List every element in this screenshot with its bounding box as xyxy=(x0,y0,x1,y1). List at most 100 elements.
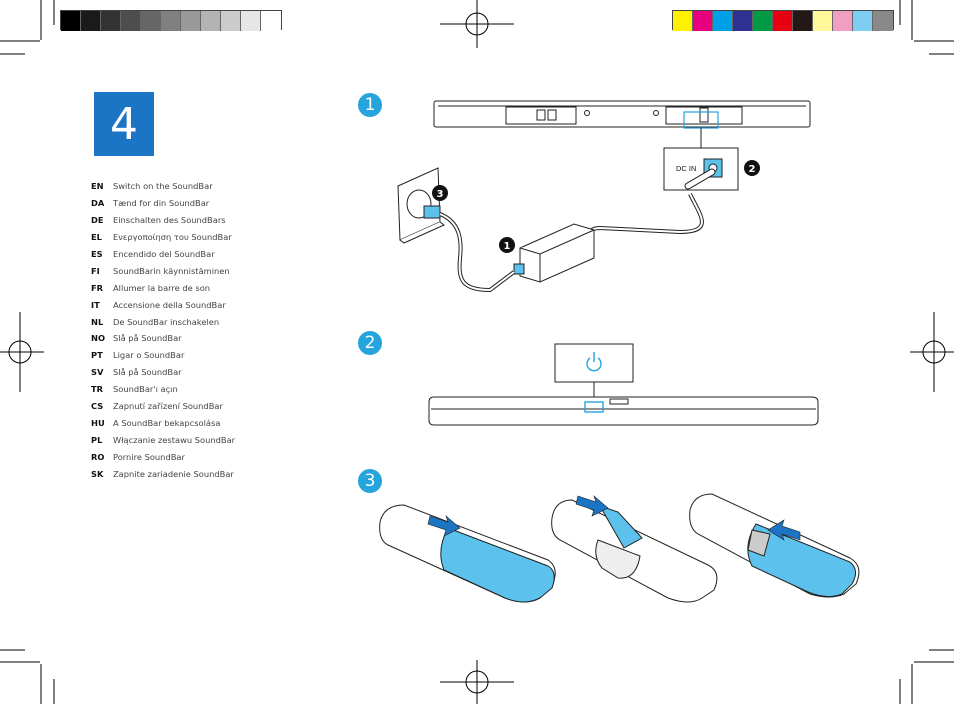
page-number-badge: 4 xyxy=(94,92,154,156)
language-code: SK xyxy=(91,468,104,479)
language-code: SV xyxy=(91,367,104,378)
cmyk-color-bar xyxy=(672,10,894,31)
grayscale-swatch xyxy=(241,11,261,31)
language-code: FR xyxy=(91,282,104,293)
color-swatch xyxy=(733,11,753,31)
remote-step-b xyxy=(551,495,718,603)
power-icon xyxy=(586,352,602,372)
color-swatch xyxy=(813,11,833,31)
instruction-row: ES Encendido del SoundBar xyxy=(91,246,235,263)
instruction-text: Pornire SoundBar xyxy=(113,451,185,462)
color-swatch xyxy=(713,11,733,31)
grayscale-swatch xyxy=(81,11,101,31)
language-code: FI xyxy=(91,265,100,276)
grayscale-swatch xyxy=(101,11,121,31)
grayscale-swatch xyxy=(221,11,241,31)
language-code: PT xyxy=(91,350,103,361)
callout-2: 2 xyxy=(744,160,760,176)
instruction-row: DA Tænd for din SoundBar xyxy=(91,195,235,212)
language-code: PL xyxy=(91,434,103,445)
instruction-row: DE Einschalten des SoundBars xyxy=(91,212,235,229)
instruction-text: Ligar o SoundBar xyxy=(113,350,185,361)
grayscale-swatch xyxy=(161,11,181,31)
color-swatch xyxy=(793,11,813,31)
language-code: NL xyxy=(91,316,104,327)
instruction-row: SK Zapnite zariadenie SoundBar xyxy=(91,465,235,482)
instruction-text: Zapnite zariadenie SoundBar xyxy=(113,468,234,479)
instruction-text: Einschalten des SoundBars xyxy=(113,215,226,226)
instruction-row: FI SoundBarin käynnistäminen xyxy=(91,262,235,279)
remote-step-a xyxy=(379,504,556,603)
callout-1: 1 xyxy=(499,237,515,253)
instruction-row: TR SoundBar'ı açın xyxy=(91,381,235,398)
instruction-row: FR Allumer la barre de son xyxy=(91,279,235,296)
soundbar-rear-view xyxy=(433,100,811,128)
color-swatch xyxy=(673,11,693,31)
instruction-text: Encendido del SoundBar xyxy=(113,249,215,259)
instruction-row: EL Ενεργοποίηση του SoundBar xyxy=(91,229,235,246)
grayscale-swatch xyxy=(141,11,161,31)
dc-in-label: DC IN xyxy=(676,164,696,173)
instruction-text: De SoundBar inschakelen xyxy=(113,316,220,327)
color-swatch xyxy=(833,11,853,31)
language-code: TR xyxy=(91,384,104,395)
power-button-highlight xyxy=(584,401,604,413)
language-code: NO xyxy=(91,333,105,344)
language-code: EL xyxy=(91,232,102,243)
language-code: EN xyxy=(91,181,104,192)
language-code: RO xyxy=(91,451,105,462)
wall-socket xyxy=(397,167,445,244)
remote-step-c xyxy=(689,493,860,598)
instruction-text: Switch on the SoundBar xyxy=(113,181,213,192)
grayscale-swatch xyxy=(61,11,81,31)
color-swatch xyxy=(853,11,873,31)
instruction-row: SV Slå på SoundBar xyxy=(91,364,235,381)
svg-text:1: 1 xyxy=(504,241,511,252)
soundbar-front-view xyxy=(428,396,819,426)
svg-text:3: 3 xyxy=(437,189,444,200)
step-3-badge: 3 xyxy=(358,469,382,493)
language-code: ES xyxy=(91,249,103,259)
power-adapter xyxy=(513,223,595,283)
step-1-badge: 1 xyxy=(358,93,382,117)
instruction-text: A SoundBar bekapcsolása xyxy=(113,417,221,428)
language-code: CS xyxy=(91,401,104,412)
instruction-row: HU A SoundBar bekapcsolása xyxy=(91,414,235,431)
instruction-row: NO Slå på SoundBar xyxy=(91,330,235,347)
language-code: DA xyxy=(91,198,105,209)
callout-3: 3 xyxy=(432,185,448,201)
step-3-number: 3 xyxy=(364,471,376,491)
instruction-text: Accensione della SoundBar xyxy=(113,299,226,310)
step-2-number: 2 xyxy=(364,333,376,353)
instruction-row: RO Pornire SoundBar xyxy=(91,448,235,465)
language-code: HU xyxy=(91,417,105,428)
instruction-text: SoundBarin käynnistäminen xyxy=(113,265,230,276)
language-code: DE xyxy=(91,215,104,226)
step-1-number: 1 xyxy=(364,95,376,115)
grayscale-color-bar xyxy=(60,10,282,31)
instruction-text: Tænd for din SoundBar xyxy=(113,198,210,209)
instruction-text: Slå på SoundBar xyxy=(113,333,182,344)
color-swatch xyxy=(873,11,893,31)
grayscale-swatch xyxy=(181,11,201,31)
dc-in-zoom-box: DC IN xyxy=(663,147,739,191)
grayscale-swatch xyxy=(261,11,281,31)
instruction-row: NL De SoundBar inschakelen xyxy=(91,313,235,330)
page-number: 4 xyxy=(110,98,138,150)
instruction-text: Włączanie zestawu SoundBar xyxy=(113,434,236,445)
step-2-badge: 2 xyxy=(358,331,382,355)
instruction-text: Slå på SoundBar xyxy=(113,367,182,378)
instruction-row: PT Ligar o SoundBar xyxy=(91,347,235,364)
svg-text:2: 2 xyxy=(749,164,756,175)
language-code: IT xyxy=(91,299,100,310)
instruction-text: Allumer la barre de son xyxy=(113,282,211,293)
instruction-row: EN Switch on the SoundBar xyxy=(91,178,235,195)
instruction-text: SoundBar'ı açın xyxy=(113,384,178,395)
instruction-text: Ενεργοποίηση του SoundBar xyxy=(113,232,232,243)
grayscale-swatch xyxy=(201,11,221,31)
color-swatch xyxy=(693,11,713,31)
